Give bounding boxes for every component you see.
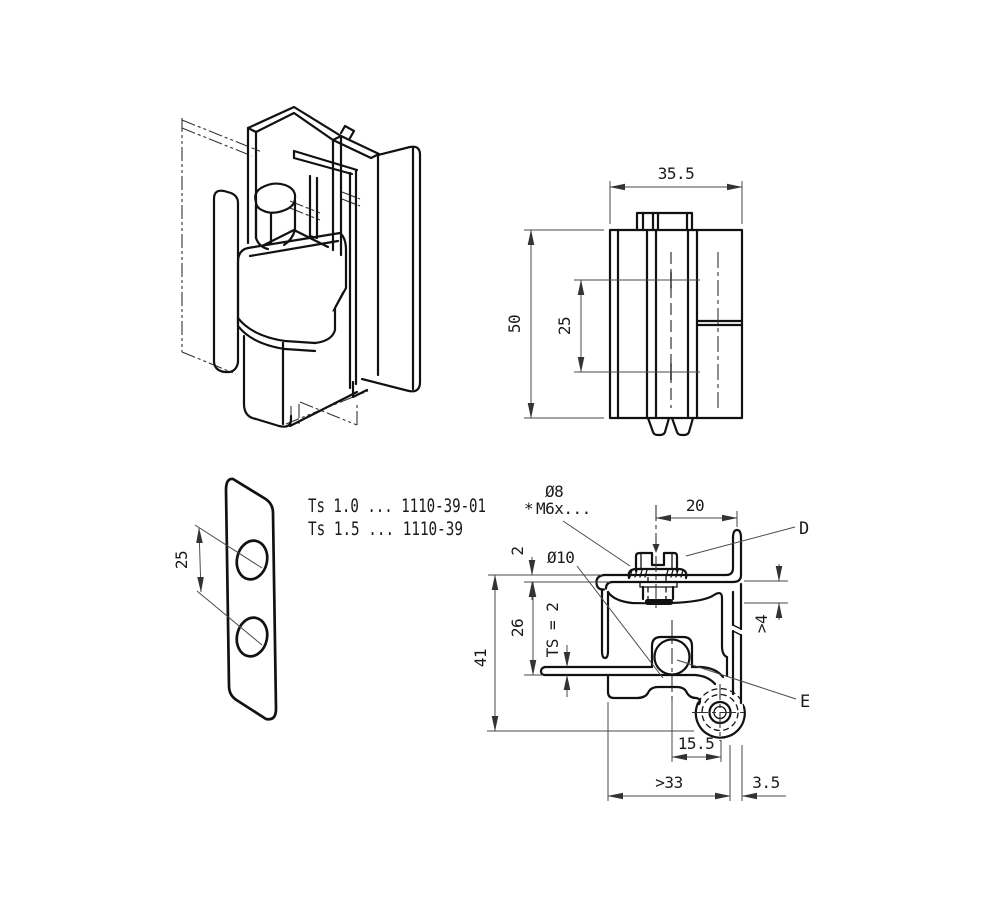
label-thread: M6x...	[536, 499, 591, 518]
dim-pin-offset: 15.5	[678, 734, 715, 753]
dim-edge-offset: 3.5	[752, 773, 779, 792]
hinge-knuckle	[692, 684, 748, 741]
plate-hole-lower	[235, 616, 269, 658]
label-screw-dia: Ø8	[545, 482, 563, 501]
label-e: E	[800, 692, 810, 712]
left-leaf-strip	[212, 189, 240, 374]
hinge-body-section	[539, 588, 729, 706]
dim-body-height: 26	[508, 619, 527, 637]
clamp-saddle	[236, 231, 348, 353]
dim-front-height: 50	[505, 315, 524, 333]
dim-gap: >4	[752, 615, 771, 633]
plate-view: 25	[172, 477, 278, 721]
label-d: D	[799, 519, 809, 539]
dim-flange-thickness: 2	[508, 546, 527, 555]
section-dimensions: 20 2 26 41 TS = 2 >4 15.5 >33	[471, 482, 810, 801]
dim-overall-height: 41	[471, 649, 490, 667]
hinge-web	[292, 149, 359, 390]
dim-sheet-thickness: TS = 2	[543, 603, 562, 658]
right-leaf-plate	[360, 145, 422, 393]
dim-top-width: 20	[686, 496, 704, 515]
dim-front-width: 35.5	[658, 164, 695, 183]
dim-min-cutout: >33	[655, 773, 682, 792]
variant-table: Ts 1.0 ... 1110-39-01 Ts 1.5 ... 1110-39	[308, 495, 486, 540]
label-pin-dia: Ø10	[547, 548, 574, 567]
front-top-tab	[635, 211, 694, 232]
hinge-channel	[246, 105, 381, 257]
nut-cap	[645, 599, 673, 605]
front-view: 35.5 50 25	[505, 164, 744, 437]
dim-plate-hole-spacing: 25	[172, 551, 191, 569]
frame-sheet	[595, 528, 743, 705]
front-bottom-tabs	[646, 416, 695, 437]
clamp-foot	[242, 334, 369, 428]
section-view: 20 2 26 41 TS = 2 >4 15.5 >33	[471, 482, 810, 801]
isometric-view	[181, 105, 422, 428]
gasket-plate	[224, 477, 278, 721]
dim-front-hole-spacing: 25	[555, 317, 574, 335]
variant-row-2: Ts 1.5 ... 1110-39	[308, 518, 463, 540]
variant-row-1: Ts 1.0 ... 1110-39-01	[308, 495, 486, 517]
plate-hole-upper	[235, 539, 269, 581]
screw-assembly	[627, 505, 688, 610]
label-thread-star: *	[524, 499, 533, 518]
